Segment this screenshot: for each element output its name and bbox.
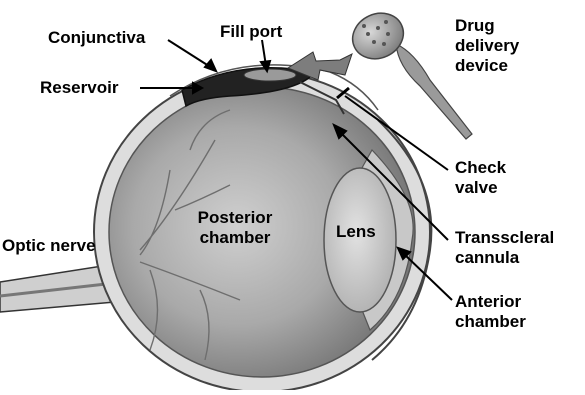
label-drug-delivery-device: Drug delivery device [455, 16, 519, 76]
fill-port-shape [244, 69, 296, 81]
label-optic-nerve: Optic nerve [2, 236, 96, 256]
label-conjunctiva: Conjunctiva [48, 28, 145, 48]
conjunctiva-pointer [168, 40, 216, 71]
label-reservoir: Reservoir [40, 78, 118, 98]
reservoir-pointer [140, 83, 202, 93]
label-anterior-chamber: Anterior chamber [455, 292, 526, 332]
fill-port-pointer [261, 40, 270, 71]
label-lens: Lens [336, 222, 376, 242]
label-transscleral-cannula: Transscleral cannula [455, 228, 554, 268]
label-posterior-chamber: Posterior chamber [185, 208, 285, 248]
label-fill-port: Fill port [220, 22, 282, 42]
label-check-valve: Check valve [455, 158, 506, 198]
